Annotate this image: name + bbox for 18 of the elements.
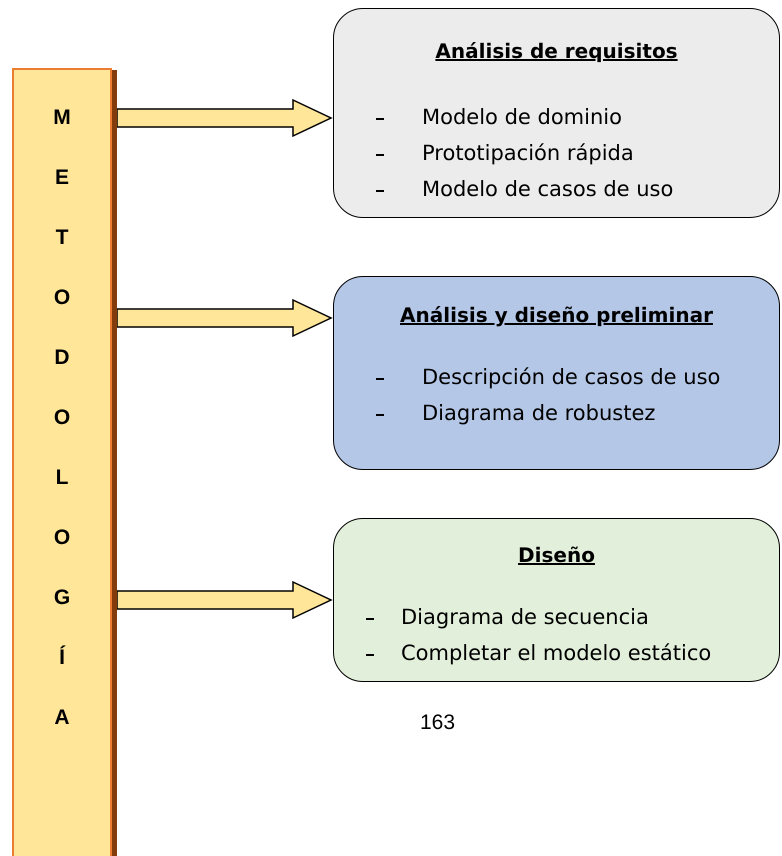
block-arrow [116, 98, 333, 138]
list-item: Modelo de casos de uso [422, 177, 674, 201]
phase-card [333, 8, 780, 218]
page-number: 163 [420, 711, 456, 735]
card-heading: Análisis y diseño preliminar [399, 303, 714, 327]
phase-card [333, 276, 780, 470]
card-heading: Análisis de requisitos [434, 39, 679, 63]
block-arrow [116, 580, 333, 620]
card-heading: Diseño [517, 543, 596, 567]
list-item: Diagrama de robustez [422, 401, 656, 425]
phase-card [333, 518, 780, 682]
block-arrow [116, 298, 333, 338]
list-item: Modelo de dominio [422, 105, 622, 129]
vertical-title: METODOLOGÍA [52, 105, 72, 731]
list-item: Prototipación rápida [422, 141, 634, 165]
list-item: Diagrama de secuencia [401, 605, 649, 629]
list-item: Descripción de casos de uso [422, 365, 720, 389]
list-item: Completar el modelo estático [401, 641, 712, 665]
